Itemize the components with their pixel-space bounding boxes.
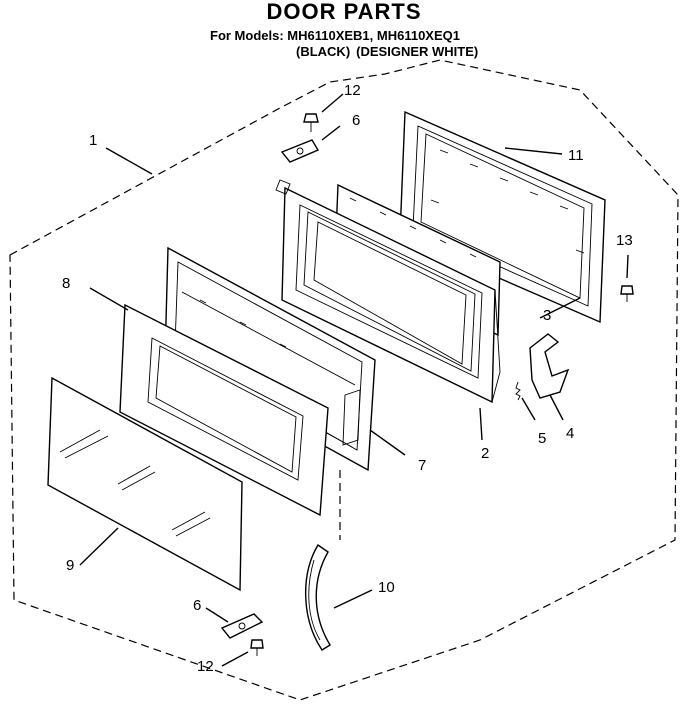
callout-6-bottom: 6 <box>193 597 201 614</box>
callout-1: 1 <box>89 132 97 149</box>
part-6-hinge-bottom <box>220 613 264 639</box>
part-2-door-panel <box>275 179 501 404</box>
callout-7: 7 <box>418 457 426 474</box>
color-variants: (BLACK) (DESIGNER WHITE) <box>296 44 484 60</box>
part-8-door-trim <box>119 303 329 517</box>
assembly-boundary <box>9 59 679 701</box>
callout-3: 3 <box>543 307 551 324</box>
part-13-screw <box>620 285 634 302</box>
callout-13: 13 <box>616 232 633 249</box>
callout-labels: 1 2 3 4 5 6 6 7 8 9 10 11 12 12 13 <box>62 82 633 675</box>
page-title: DOOR PARTS <box>266 0 422 24</box>
callout-11: 11 <box>568 147 584 164</box>
callout-5: 5 <box>538 430 546 447</box>
callout-6-top: 6 <box>352 112 360 129</box>
callout-12-top: 12 <box>344 82 361 99</box>
callout-4: 4 <box>566 425 574 442</box>
callout-10: 10 <box>378 579 395 596</box>
part-9-glass-panel <box>47 376 243 592</box>
part-12-screw-bottom <box>250 639 264 656</box>
part-4-latch <box>529 333 570 399</box>
callout-9: 9 <box>66 557 74 574</box>
models-line: For Models: MH6110XEB1, MH6110XEQ1 <box>210 28 460 43</box>
callout-8: 8 <box>62 275 70 292</box>
color-white-label: (DESIGNER WHITE) <box>356 44 479 59</box>
part-10-handle <box>304 470 341 651</box>
callout-12-bottom: 12 <box>197 658 214 675</box>
callout-2: 2 <box>481 445 489 462</box>
part-12-screw-top <box>303 113 319 132</box>
leader-lines <box>79 93 629 667</box>
part-6-hinge-top <box>280 139 320 163</box>
color-black-label: (BLACK) <box>296 44 351 59</box>
part-5-spring <box>515 381 521 401</box>
